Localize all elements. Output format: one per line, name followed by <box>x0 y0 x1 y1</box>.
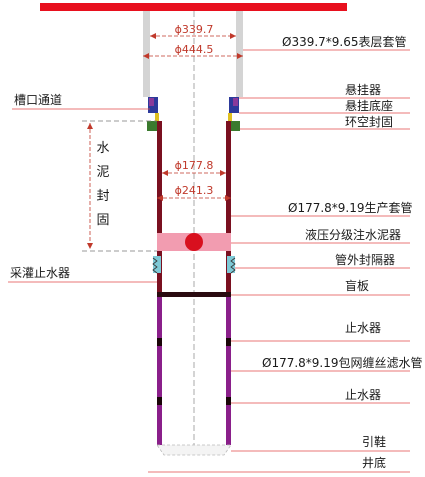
label-water-stop-2: 止水器 <box>345 388 381 402</box>
hanger-right-accent <box>233 98 238 106</box>
filter-pipe-right-wall <box>226 297 231 445</box>
cement-seal-label: 水 泥 封 固 <box>96 141 109 228</box>
surface-bar <box>40 3 347 11</box>
guide-shoe <box>156 444 232 456</box>
label-filter-pipe: Ø177.8*9.19包网缠丝滤水管 <box>262 355 423 370</box>
filter-pipe-left-wall <box>157 297 162 445</box>
svg-text:泥: 泥 <box>96 165 109 180</box>
annulus-seal-right <box>230 121 240 131</box>
hanger-base-right <box>228 113 232 121</box>
water-stop-segments <box>157 338 231 405</box>
surface-casing-right-wall <box>236 11 243 97</box>
dim-prod-outer: ϕ241.3 <box>175 184 214 197</box>
label-surface-casing: Ø339.7*9.65表层套管 <box>282 34 407 49</box>
label-annulus-seal: 环空封固 <box>345 115 393 129</box>
svg-text:固: 固 <box>96 213 109 228</box>
dim-outer-inner: ϕ339.7 <box>175 23 214 36</box>
dim-prod-inner: ϕ177.8 <box>175 159 214 172</box>
label-external-packer: 管外封隔器 <box>335 252 395 267</box>
svg-text:封: 封 <box>96 189 109 204</box>
label-production-casing: Ø177.8*9.19生产套管 <box>288 200 413 215</box>
label-mining-water-stop: 采灌止水器 <box>10 266 70 280</box>
svg-text:水: 水 <box>96 141 109 156</box>
hanger-base-left <box>155 113 159 121</box>
production-casing-right-wall <box>226 121 231 297</box>
external-packer <box>152 256 236 274</box>
annulus-seal-left <box>147 121 157 131</box>
label-guide-shoe: 引鞋 <box>362 434 386 449</box>
label-hanger: 悬挂器 <box>345 83 381 97</box>
label-hydraulic-cementer: 液压分级注水泥器 <box>305 227 401 242</box>
cementer-ball <box>185 233 203 251</box>
surface-casing-left-wall <box>143 11 150 97</box>
hanger-left-accent <box>149 98 154 106</box>
dim-outer-outer: ϕ444.5 <box>175 43 214 56</box>
label-hanger-base: 悬挂底座 <box>345 98 393 113</box>
label-slot-channel: 槽口通道 <box>14 93 62 107</box>
label-well-bottom: 井底 <box>362 455 386 470</box>
label-water-stop-1: 止水器 <box>345 321 381 335</box>
label-blind-plate: 盲板 <box>345 278 369 293</box>
blind-plate <box>157 292 231 297</box>
production-casing-left-wall <box>157 121 162 297</box>
